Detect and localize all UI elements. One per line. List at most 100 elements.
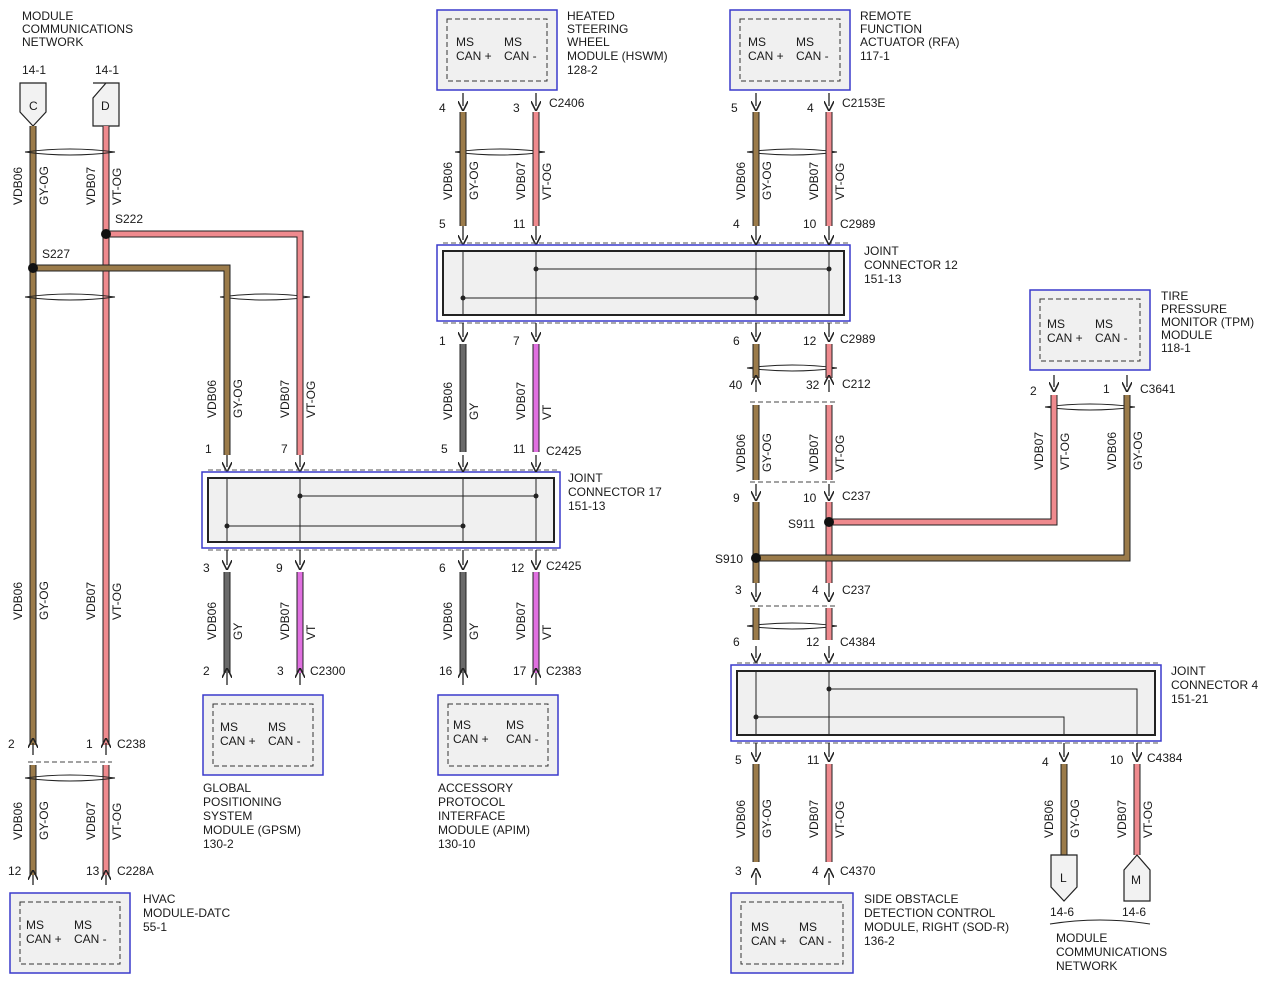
svg-text:D: D [101,99,110,113]
connector-d[interactable]: D [92,82,120,127]
wire-apim-lower[interactable] [459,572,540,673]
c228a-connector[interactable]: 12 13 C228A [8,864,154,885]
label-gyog-h1: GY-OG [467,161,481,200]
label-vdb06-g1: VDB06 [205,380,219,418]
svg-text:CAN +: CAN + [1047,331,1083,345]
tpm-label: TIRE PRESSURE MONITOR (TPM) MODULE 118-1 [1161,289,1254,355]
wire-hswm[interactable] [459,112,540,226]
c212-connector[interactable]: 40 32 C212 [729,377,871,403]
splice-s910[interactable] [751,553,761,563]
svg-text:JOINT: JOINT [568,471,603,485]
wire-sodr[interactable] [752,764,833,862]
sodr-module[interactable]: MS CAN + MS CAN - [730,892,854,974]
wire-c212-c237[interactable] [750,405,836,483]
hvac-label: HVAC MODULE-DATC 55-1 [143,892,230,934]
svg-text:11: 11 [807,753,820,767]
svg-text:11: 11 [513,217,526,231]
svg-text:1: 1 [205,442,212,456]
label-gy-a1: GY [467,403,481,420]
jc12-bottom-connector[interactable]: 1 7 [439,323,536,348]
c238-connector[interactable]: 2 1 C238 [8,737,146,763]
wire-to-l-m[interactable] [1060,764,1141,855]
svg-text:FUNCTION: FUNCTION [860,22,922,36]
splice-s227[interactable] [28,263,38,273]
svg-text:3: 3 [735,583,742,597]
svg-text:HEATED: HEATED [567,9,615,23]
joint-connector-4[interactable] [730,662,1162,744]
svg-text:C4384: C4384 [840,635,876,649]
svg-text:2: 2 [1030,384,1037,398]
connector-l[interactable]: L [1050,854,1078,902]
label-vdb07-r3: VDB07 [807,800,821,838]
l-ref: 14-6 [1050,905,1074,919]
tpm-module[interactable]: MS CAN + MS CAN - [1029,289,1151,371]
c237-top-connector[interactable]: 9 10 C237 [733,484,871,505]
svg-text:MS: MS [74,918,92,932]
svg-text:MS: MS [796,35,814,49]
c2989-bottom-connector[interactable]: 6 12 C2989 [733,323,876,348]
wire-c237-mid[interactable] [752,502,833,583]
jc17-bottom-connector[interactable]: 3 9 [203,550,300,575]
c2989-top-connector[interactable]: 4 10 C2989 [733,217,876,240]
c4384-top-connector[interactable]: 6 12 C4384 [733,635,876,658]
joint-connector-17[interactable] [201,469,561,551]
c2425-bottom-connector[interactable]: 6 12 C2425 [439,550,582,575]
svg-text:MODULE-DATC: MODULE-DATC [143,906,230,920]
svg-text:CAN +: CAN + [751,934,787,948]
s911-label: S911 [788,517,815,531]
svg-text:REMOTE: REMOTE [860,9,911,23]
hvac-module[interactable]: MS CAN + MS CAN - [9,892,131,974]
c2383-connector[interactable]: 16 17 C2383 [439,664,582,685]
c2300-connector[interactable]: 2 3 C2300 [203,664,346,685]
svg-text:16: 16 [439,664,453,678]
rfa-module[interactable]: MS CAN + MS CAN - [729,9,851,91]
c2406-connector[interactable]: 4 3 C2406 [439,93,585,115]
svg-text:ACTUATOR (RFA): ACTUATOR (RFA) [860,35,960,49]
svg-text:130-10: 130-10 [438,837,476,851]
branch-s227[interactable] [33,264,231,455]
svg-text:40: 40 [729,378,743,392]
joint-connector-12[interactable] [436,242,851,324]
svg-text:117-1: 117-1 [860,49,890,63]
branch-s910[interactable] [756,395,1131,562]
c2425-top-connector[interactable]: 5 11 C2425 [441,442,582,467]
wire-rfa[interactable] [752,112,833,226]
svg-text:3: 3 [735,864,742,878]
svg-text:7: 7 [281,442,288,456]
wire-c2989-c212[interactable] [752,344,833,378]
connector-c[interactable]: C [19,82,47,127]
c3641-connector[interactable]: 2 1 C3641 [1030,375,1176,398]
gpsm-module[interactable]: MS CAN + MS CAN - [202,694,324,776]
branch-s222[interactable] [106,230,304,455]
svg-text:STEERING: STEERING [567,22,628,36]
label-vdb06-l1: VDB06 [11,167,25,205]
label-gyog-r1: GY-OG [760,161,774,200]
connector-m[interactable]: M [1123,854,1151,902]
svg-text:5: 5 [441,442,448,456]
jc4-output-connector[interactable]: 4 10 C4384 [1042,743,1183,769]
svg-text:MS: MS [456,35,474,49]
svg-text:CAN -: CAN - [268,734,301,748]
branch-s911[interactable] [829,395,1058,526]
svg-text:C2300: C2300 [310,664,346,678]
apim-module[interactable]: MS CAN + MS CAN - [437,694,559,776]
wire-apim-upper[interactable] [459,344,540,452]
jc17-top-connector[interactable]: 1 7 [205,442,300,467]
label-vdb06-t: VDB06 [1105,432,1119,470]
svg-text:L: L [1060,871,1067,885]
c4384-bottom-connector[interactable]: 5 11 [735,743,829,767]
c2153e-connector[interactable]: 5 4 C2153E [731,93,885,115]
svg-text:10: 10 [803,491,817,505]
splice-s222[interactable] [101,229,111,239]
c4370-connector[interactable]: 3 4 C4370 [735,864,876,885]
svg-text:4: 4 [733,217,740,231]
label-vdb06-a2: VDB06 [441,602,455,640]
hswm-module[interactable]: MS CAN + MS CAN - [436,9,558,91]
splice-s911[interactable] [824,517,834,527]
jc4-label: JOINT CONNECTOR 4 151-21 [1171,664,1258,706]
svg-text:C2153E: C2153E [842,96,885,110]
c237-bottom-connector[interactable]: 3 4 C237 [735,583,871,607]
jc12-top-connector[interactable]: 5 11 [439,217,536,240]
wire-c237-c4384[interactable] [752,608,833,640]
wire-gpsm[interactable] [223,572,304,673]
